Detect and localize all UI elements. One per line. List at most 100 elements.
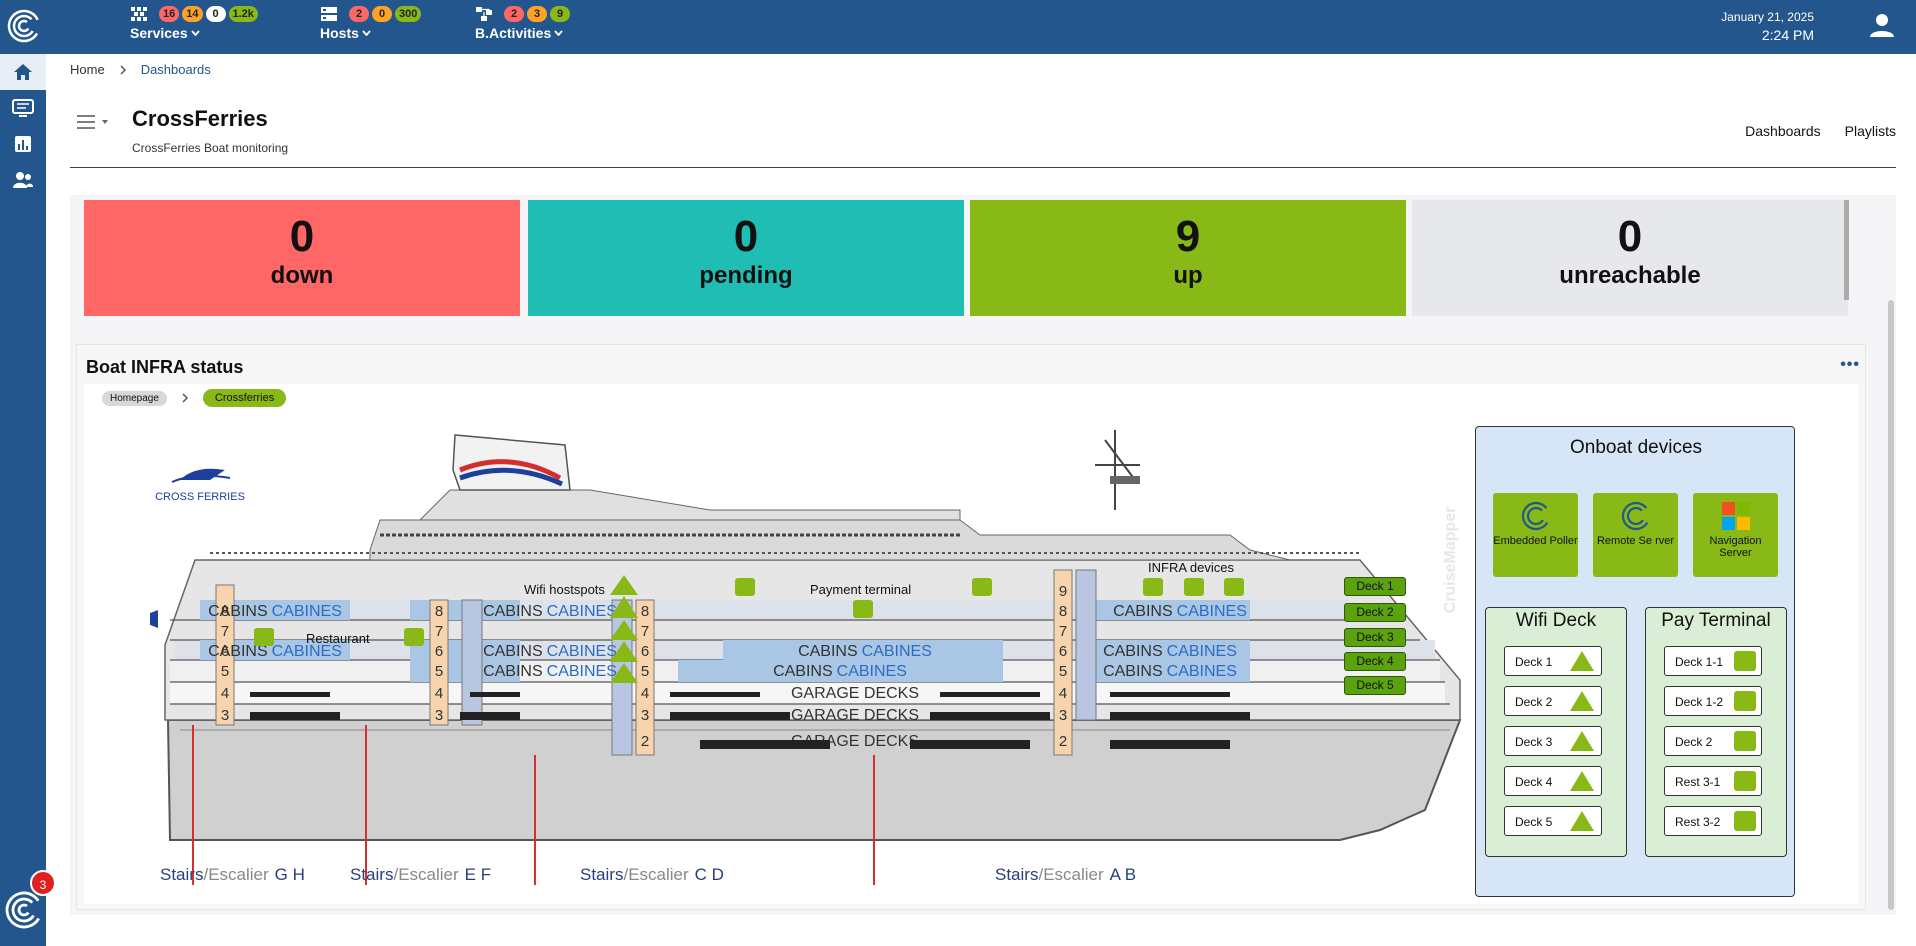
infra-devices-label: INFRA devices xyxy=(1148,560,1234,575)
ba-ok-count[interactable]: 9 xyxy=(550,6,570,22)
escalier-label: /Escalier xyxy=(623,865,689,884)
deck-3-button[interactable]: Deck 3 xyxy=(1344,628,1406,647)
svg-text:6: 6 xyxy=(641,643,649,660)
ba-critical-count[interactable]: 2 xyxy=(504,6,524,22)
monitor-icon xyxy=(12,99,34,117)
services-warning-count[interactable]: 14 xyxy=(182,6,203,22)
bactivities-summary[interactable]: 2 3 9 B.Activities xyxy=(475,6,570,41)
restaurant-terminal-marker[interactable] xyxy=(404,628,424,646)
map-crumb-home[interactable]: Homepage xyxy=(102,390,167,406)
svg-text:2: 2 xyxy=(1059,733,1067,750)
services-menu[interactable]: Services xyxy=(130,25,258,41)
svg-text:6: 6 xyxy=(435,643,443,660)
payment-terminal-marker[interactable] xyxy=(853,600,873,618)
hosts-summary[interactable]: 2 0 300 Hosts xyxy=(320,6,422,41)
notification-badge[interactable]: 3 xyxy=(30,870,56,896)
payment-terminal-marker[interactable] xyxy=(735,578,755,596)
status-tile-up[interactable]: 9 up xyxy=(970,200,1406,316)
svg-text:6: 6 xyxy=(1059,643,1067,660)
wifi-deck-item[interactable]: Deck 2 xyxy=(1504,686,1602,716)
cabines-label: CABINES xyxy=(547,663,617,680)
pay-terminal-panel: Pay Terminal Deck 1-1 Deck 1-2 Deck 2 Re… xyxy=(1645,607,1787,857)
wifi-deck-item[interactable]: Deck 1 xyxy=(1504,646,1602,676)
hosts-up-count[interactable]: 300 xyxy=(395,6,422,22)
services-unknown-count[interactable]: 0 xyxy=(205,6,226,22)
escalier-label: /Escalier xyxy=(203,865,269,884)
chevron-right-icon xyxy=(182,393,188,403)
centreon-logo-icon[interactable] xyxy=(6,8,42,44)
nav-users[interactable] xyxy=(0,162,46,198)
pay-terminal-item-label: Deck 2 xyxy=(1675,735,1713,749)
infra-device-marker[interactable] xyxy=(1143,578,1163,596)
restaurant-terminal-marker[interactable] xyxy=(254,628,274,646)
services-summary[interactable]: 16 14 0 1.2k Services xyxy=(130,6,258,41)
centreon-logo-icon xyxy=(1621,501,1650,531)
pay-terminal-item[interactable]: Deck 1-1 xyxy=(1664,646,1762,676)
map-crumb-current[interactable]: Crossferries xyxy=(202,389,287,407)
svg-text:5: 5 xyxy=(641,663,649,680)
clock: January 21, 2025 2:24 PM xyxy=(1721,8,1814,44)
cross-ferries-logo: CROSS FERRIES xyxy=(155,468,245,503)
infra-device-marker[interactable] xyxy=(1224,578,1244,596)
page-scrollbar[interactable] xyxy=(1888,300,1894,910)
deck-4-button[interactable]: Deck 4 xyxy=(1344,652,1406,671)
deck-2-button[interactable]: Deck 2 xyxy=(1344,603,1406,622)
bactivities-menu[interactable]: B.Activities xyxy=(475,25,570,41)
hosts-menu[interactable]: Hosts xyxy=(320,25,421,41)
services-ok-count[interactable]: 1.2k xyxy=(228,6,258,22)
hosts-unreachable-count[interactable]: 0 xyxy=(372,6,392,22)
tiles-scrollbar[interactable] xyxy=(1844,200,1849,300)
breadcrumb-current[interactable]: Dashboards xyxy=(140,62,211,77)
status-tile-unreachable[interactable]: 0 unreachable xyxy=(1412,200,1848,316)
infra-device-marker[interactable] xyxy=(1184,578,1204,596)
cabines-label: CABINES xyxy=(272,603,342,620)
pay-terminal-item-label: Rest 3-1 xyxy=(1675,775,1721,789)
cabines-label: CABINES xyxy=(1167,643,1237,660)
embedded-poller-tile[interactable]: Embedded Poller xyxy=(1493,493,1578,577)
current-date: January 21, 2025 xyxy=(1721,10,1814,24)
nav-reporting[interactable] xyxy=(0,126,46,162)
wifi-deck-item[interactable]: Deck 4 xyxy=(1504,766,1602,796)
pay-terminal-item[interactable]: Deck 2 xyxy=(1664,726,1762,756)
services-critical-count[interactable]: 16 xyxy=(159,6,180,22)
pay-terminal-item-label: Deck 1-1 xyxy=(1675,655,1724,669)
playlists-link[interactable]: Playlists xyxy=(1844,123,1896,139)
user-profile-icon[interactable] xyxy=(1868,11,1896,39)
hamburger-menu-icon[interactable] xyxy=(76,113,114,131)
status-tile-down[interactable]: 0 down xyxy=(84,200,520,316)
pay-terminal-item[interactable]: Deck 1-2 xyxy=(1664,686,1762,716)
cabines-label: CABINES xyxy=(547,603,617,620)
svg-text:4: 4 xyxy=(221,685,229,702)
page-subtitle: CrossFerries Boat monitoring xyxy=(132,141,289,155)
stairs-label: Stairs xyxy=(580,865,623,884)
wifi-deck-item[interactable]: Deck 3 xyxy=(1504,726,1602,756)
wifi-hotspot-markers[interactable] xyxy=(610,575,638,683)
svg-text:8: 8 xyxy=(221,603,229,620)
nav-home[interactable] xyxy=(0,54,46,90)
status-tile-pending[interactable]: 0 pending xyxy=(528,200,964,316)
deck-1-button[interactable]: Deck 1 xyxy=(1344,577,1406,596)
garage-deck-label: GARAGE DECKS xyxy=(791,685,919,702)
more-options-icon[interactable]: ••• xyxy=(1840,356,1860,373)
ok-square-icon xyxy=(1734,731,1756,751)
remote-server-tile[interactable]: Remote Se rver xyxy=(1593,493,1678,577)
svg-text:CROSS FERRIES: CROSS FERRIES xyxy=(155,491,245,503)
hosts-down-count[interactable]: 2 xyxy=(349,6,369,22)
navigation-server-tile[interactable]: Navigation Server xyxy=(1693,493,1778,577)
pay-terminal-item[interactable]: Rest 3-1 xyxy=(1664,766,1762,796)
payment-terminal-marker[interactable] xyxy=(972,578,992,596)
wifi-deck-item[interactable]: Deck 5 xyxy=(1504,806,1602,836)
deck-5-button[interactable]: Deck 5 xyxy=(1344,676,1406,695)
svg-text:4: 4 xyxy=(641,685,649,702)
ok-square-icon xyxy=(1734,771,1756,791)
nav-monitoring[interactable] xyxy=(0,90,46,126)
breadcrumb-home[interactable]: Home xyxy=(70,62,105,77)
ba-warning-count[interactable]: 3 xyxy=(527,6,547,22)
centreon-logo-icon[interactable] xyxy=(4,890,44,930)
dashboards-link[interactable]: Dashboards xyxy=(1745,123,1821,139)
navigation-server-label: Navigation Server xyxy=(1709,535,1762,559)
pay-terminal-item[interactable]: Rest 3-2 xyxy=(1664,806,1762,836)
